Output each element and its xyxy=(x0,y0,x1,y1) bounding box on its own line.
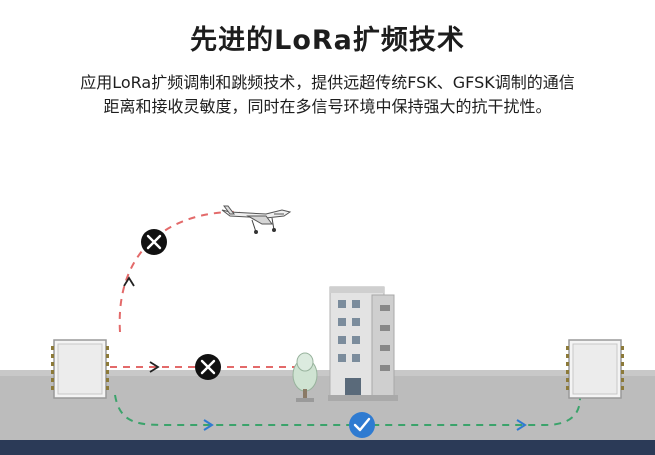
description-line-2: 距离和接收灵敏度，同时在多信号环境中保持强大的抗干扰性。 xyxy=(103,97,552,116)
success-path xyxy=(114,394,581,426)
close-icon xyxy=(141,229,167,255)
arrow-right-icon xyxy=(203,419,214,431)
blocked-path-sky xyxy=(118,210,241,333)
lora-module-left xyxy=(51,339,109,399)
check-icon xyxy=(349,412,375,438)
page-description: 应用LoRa扩频调制和跳频技术，提供远超传统FSK、GFSK调制的通信 距离和接… xyxy=(14,71,641,119)
ground-plane xyxy=(0,370,655,455)
tree-icon xyxy=(292,352,318,402)
arrow-right-icon xyxy=(516,419,527,431)
arrow-right-icon xyxy=(149,361,160,373)
lora-module-right xyxy=(566,339,624,399)
arrow-up-icon xyxy=(123,276,135,287)
close-icon xyxy=(195,354,221,380)
airplane-icon xyxy=(221,205,292,234)
description-line-1: 应用LoRa扩频调制和跳频技术，提供远超传统FSK、GFSK调制的通信 xyxy=(80,73,575,92)
page-title: 先进的LoRa扩频技术 xyxy=(190,25,465,56)
building-icon xyxy=(328,286,398,401)
